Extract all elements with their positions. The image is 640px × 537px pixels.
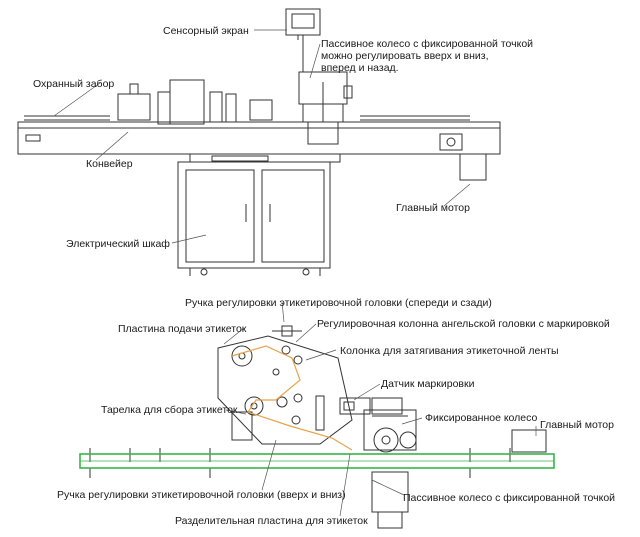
- label-main-motor-bottom: Главный мотор: [540, 419, 614, 431]
- main-motor-top: [439, 133, 487, 181]
- conveyor-bottom: [89, 448, 511, 478]
- label-angel-head-column: Регулировочная колонна ангельской головк…: [317, 318, 610, 330]
- guard-rail: [24, 79, 470, 125]
- label-separator-plate: Разделительная пластина для этикеток: [175, 515, 368, 527]
- label-mark-sensor: Датчик маркировки: [381, 378, 475, 390]
- labeling-head: [217, 325, 353, 445]
- label-electrical-cabinet: Электрический шкаф: [66, 238, 170, 250]
- label-head-adjust-front-back: Ручка регулировки этикетировочной головк…: [185, 297, 492, 309]
- label-head-adjust-up-down: Ручка регулировки этикетировочной головк…: [57, 489, 346, 501]
- conveyor-belt: [79, 453, 555, 469]
- label-tension-column: Колонка для затягивания этикеточной лент…: [340, 345, 559, 357]
- mark-sensor: [339, 397, 403, 415]
- label-collection-tray: Тарелка для сбора этикеток: [101, 404, 238, 416]
- electrical-cabinet: [177, 161, 331, 276]
- main-motor-bottom: [511, 429, 547, 453]
- conveyor: [17, 121, 501, 163]
- label-guard-rail: Охранный забор: [33, 78, 115, 90]
- label-passive-wheel-fixed: Пассивное колесо с фиксированной точкой: [403, 492, 616, 504]
- label-touch-screen: Сенсорный экран: [163, 25, 249, 37]
- label-conveyor: Конвейер: [86, 158, 133, 170]
- leader-lines: [53, 29, 537, 517]
- label-passive-wheel-line-2: можно регулировать вверх и вниз,: [321, 50, 489, 62]
- base-column: [371, 471, 409, 529]
- label-feed-plate: Пластина подачи этикеток: [118, 323, 247, 335]
- passive-wheel-assembly: [298, 71, 353, 145]
- label-passive-wheel-line-1: Пассивное колесо с фиксированной точкой: [321, 38, 534, 50]
- label-tape-path: [231, 345, 353, 451]
- touch-screen: [285, 8, 321, 72]
- fixed-wheel: [363, 409, 417, 453]
- label-passive-wheel-line-3: вперед и назад.: [321, 62, 399, 74]
- label-main-motor-top: Главный мотор: [396, 202, 470, 214]
- label-fixed-wheel: Фиксированное колесо: [425, 412, 538, 424]
